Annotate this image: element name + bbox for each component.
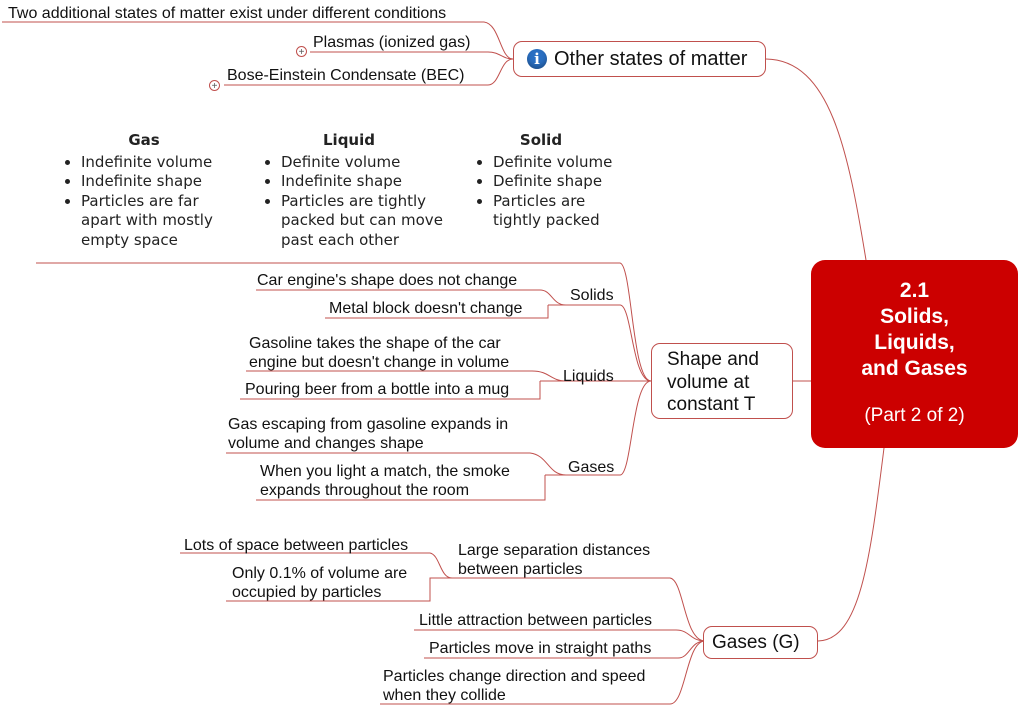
central-subtitle: (Part 2 of 2) [864, 405, 965, 426]
property-item: Indefinite shape [81, 172, 239, 192]
column-header: Solid [519, 131, 563, 149]
liquid-properties-column: Liquid Definite volume Indefinite shape … [249, 131, 449, 250]
group-label-solids[interactable]: Solids [570, 287, 614, 304]
property-item: Definite shape [493, 172, 621, 192]
central-topic[interactable]: 2.1 Solids, Liquids, and Gases (Part 2 o… [811, 260, 1018, 448]
solid-properties-column: Solid Definite volume Definite shape Par… [461, 131, 621, 231]
other-states-label: Other states of matter [554, 48, 748, 70]
gases-label: Gases (G) [712, 632, 800, 653]
group-label-gases[interactable]: Gases [568, 459, 615, 476]
info-icon: i [527, 49, 547, 69]
central-title-line: 2.1 [899, 279, 930, 302]
property-list: Definite volume Definite shape Particles… [461, 153, 621, 231]
property-list: Indefinite volume Indefinite shape Parti… [49, 153, 239, 251]
central-title-line: Liquids, [874, 331, 955, 354]
property-item: Particles are far apart with mostly empt… [81, 192, 239, 251]
other-states-node[interactable] [513, 41, 766, 77]
column-header: Liquid [323, 131, 375, 149]
column-header: Gas [128, 131, 160, 149]
expand-icon[interactable]: + [296, 46, 307, 58]
liquids-example[interactable]: Gasoline takes the shape of the car engi… [249, 335, 510, 371]
solids-example[interactable]: Metal block doesn't change [329, 300, 523, 317]
other-states-item[interactable]: Bose-Einstein Condensate (BEC) [227, 67, 465, 84]
gases-example[interactable]: When you light a match, the smoke expand… [260, 463, 510, 499]
shape-volume-node[interactable] [651, 343, 793, 419]
gas-property[interactable]: Particles move in straight paths [429, 640, 652, 657]
property-item: Definite volume [281, 153, 449, 173]
separation-label[interactable]: Large separation distances between parti… [458, 542, 651, 578]
gas-property[interactable]: Little attraction between particles [419, 612, 653, 629]
expand-icon[interactable]: + [209, 80, 220, 92]
solids-example[interactable]: Car engine's shape does not change [257, 272, 518, 289]
gas-properties-column: Gas Indefinite volume Indefinite shape P… [49, 131, 239, 250]
other-states-item[interactable]: Two additional states of matter exist un… [8, 5, 447, 22]
gases-example[interactable]: Gas escaping from gasoline expands in vo… [228, 416, 509, 452]
central-title-line: Solids, [880, 305, 949, 328]
group-label-liquids[interactable]: Liquids [563, 368, 614, 385]
property-item: Indefinite shape [281, 172, 449, 192]
central-title-line: and Gases [861, 357, 968, 380]
property-item: Indefinite volume [81, 153, 239, 173]
property-item: Particles are tightly packed [493, 192, 621, 231]
gases-node[interactable] [703, 626, 818, 659]
shape-volume-label: Shape and volume at constant T [667, 349, 759, 415]
property-item: Definite volume [493, 153, 621, 173]
separation-detail[interactable]: Lots of space between particles [184, 537, 409, 554]
separation-detail[interactable]: Only 0.1% of volume are occupied by part… [232, 565, 408, 601]
liquids-example[interactable]: Pouring beer from a bottle into a mug [245, 381, 510, 398]
property-list: Definite volume Indefinite shape Particl… [249, 153, 449, 251]
property-item: Particles are tightly packed but can mov… [281, 192, 449, 251]
other-states-item[interactable]: Plasmas (ionized gas) [313, 34, 471, 51]
gas-property[interactable]: Particles change direction and speed whe… [383, 668, 646, 704]
central-title: 2.1 Solids, Liquids, and Gases [811, 278, 1018, 382]
